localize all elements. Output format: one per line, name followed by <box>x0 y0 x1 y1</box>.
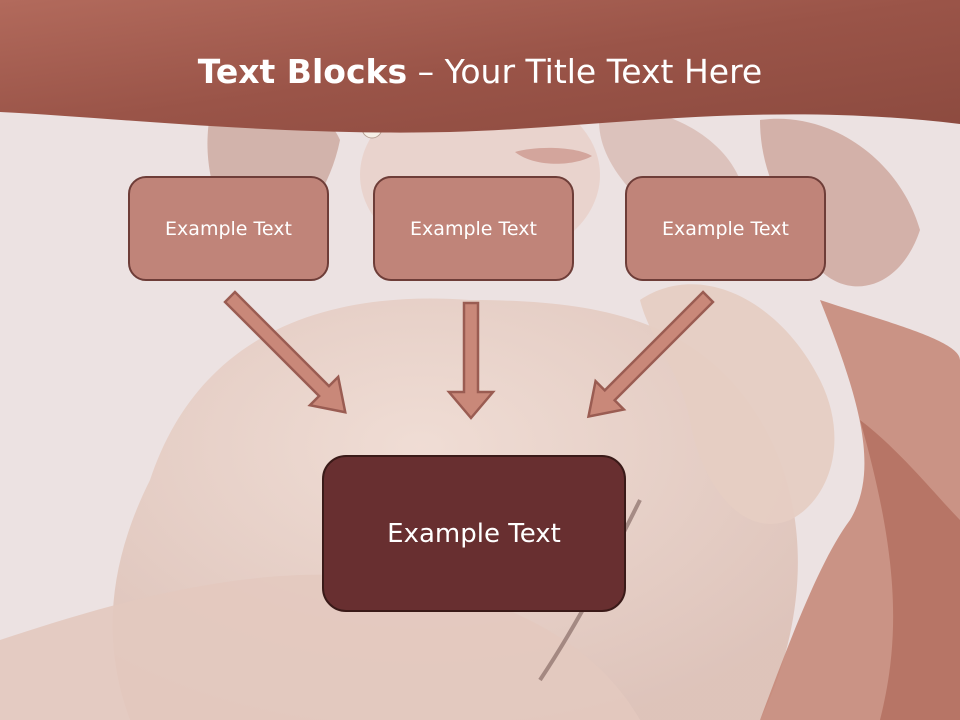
text-box-left-label: Example Text <box>165 217 292 240</box>
title-dash: – <box>407 52 445 91</box>
arrow-left-diagonal <box>223 290 347 414</box>
text-box-bottom[interactable]: Example Text <box>322 455 626 612</box>
title-rest-part: Your Title Text Here <box>444 52 763 91</box>
slide-title: Text Blocks – Your Title Text Here <box>0 52 960 91</box>
arrow-middle-down <box>446 301 496 420</box>
title-bold-part: Text Blocks <box>197 52 408 91</box>
text-box-middle-label: Example Text <box>410 217 537 240</box>
text-box-left[interactable]: Example Text <box>128 176 329 281</box>
text-box-middle[interactable]: Example Text <box>373 176 574 281</box>
arrow-right-diagonal <box>586 290 715 419</box>
text-box-right-label: Example Text <box>662 217 789 240</box>
text-box-bottom-label: Example Text <box>387 518 561 549</box>
text-box-right[interactable]: Example Text <box>625 176 826 281</box>
